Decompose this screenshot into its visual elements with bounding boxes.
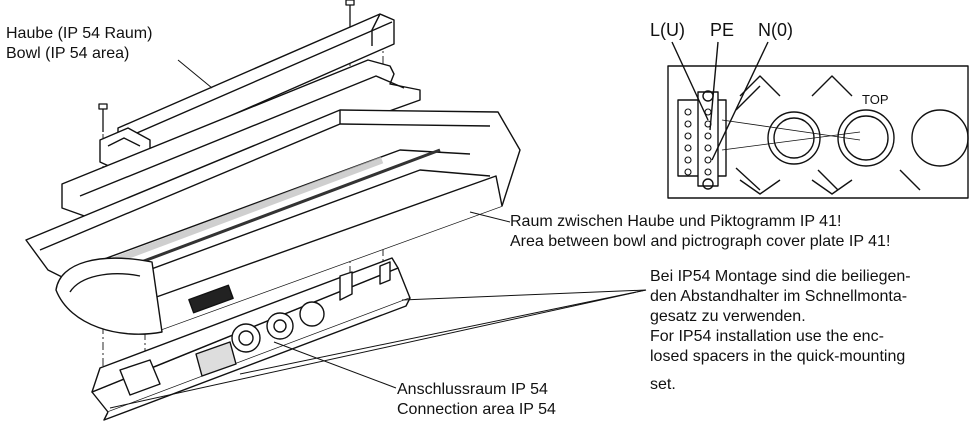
terminal-block-inset [667,41,969,199]
terminal-l-label: L(U) [650,20,685,40]
ip54-note: Bei IP54 Montage sind die beiliegen- den… [650,267,911,395]
connection-label-de: Anschlussraum IP 54 [397,381,548,398]
bowl-label: Haube (IP 54 Raum) Bowl (IP 54 area) [6,24,152,64]
end-cap [55,257,163,335]
frame-cover-plate [61,59,421,219]
ip54-note-line: den Abstandhalter im Schnellmonta- [650,288,908,305]
connection-label: Anschlussraum IP 54 Connection area IP 5… [397,380,556,420]
base-housing [91,257,411,421]
ip54-note-line: gesatz zu verwenden. [650,308,806,325]
space-label-en: Area between bowl and pictrograph cover … [510,233,891,250]
ip54-note-line: Bei IP54 Montage sind die beiliegen- [650,268,911,285]
connection-label-en: Connection area IP 54 [397,401,556,418]
ip54-note-line: losed spacers in the quick-mounting [650,348,906,365]
top-marking: TOP [862,92,889,107]
terminal-pe-label: PE [710,20,735,40]
ip54-note-line: set. [650,376,676,393]
callout-leaders [109,59,647,409]
bowl-label-de: Haube (IP 54 Raum) [6,25,153,42]
ip54-note-line: For IP54 installation use the enc- [650,328,884,345]
luminaire-body [25,109,521,331]
space-label: Raum zwischen Haube und Piktogramm IP 41… [510,212,890,252]
terminal-n-label: N(0) [758,20,793,40]
space-label-de: Raum zwischen Haube und Piktogramm IP 41… [510,213,842,230]
bowl-label-en: Bowl (IP 54 area) [6,45,130,62]
